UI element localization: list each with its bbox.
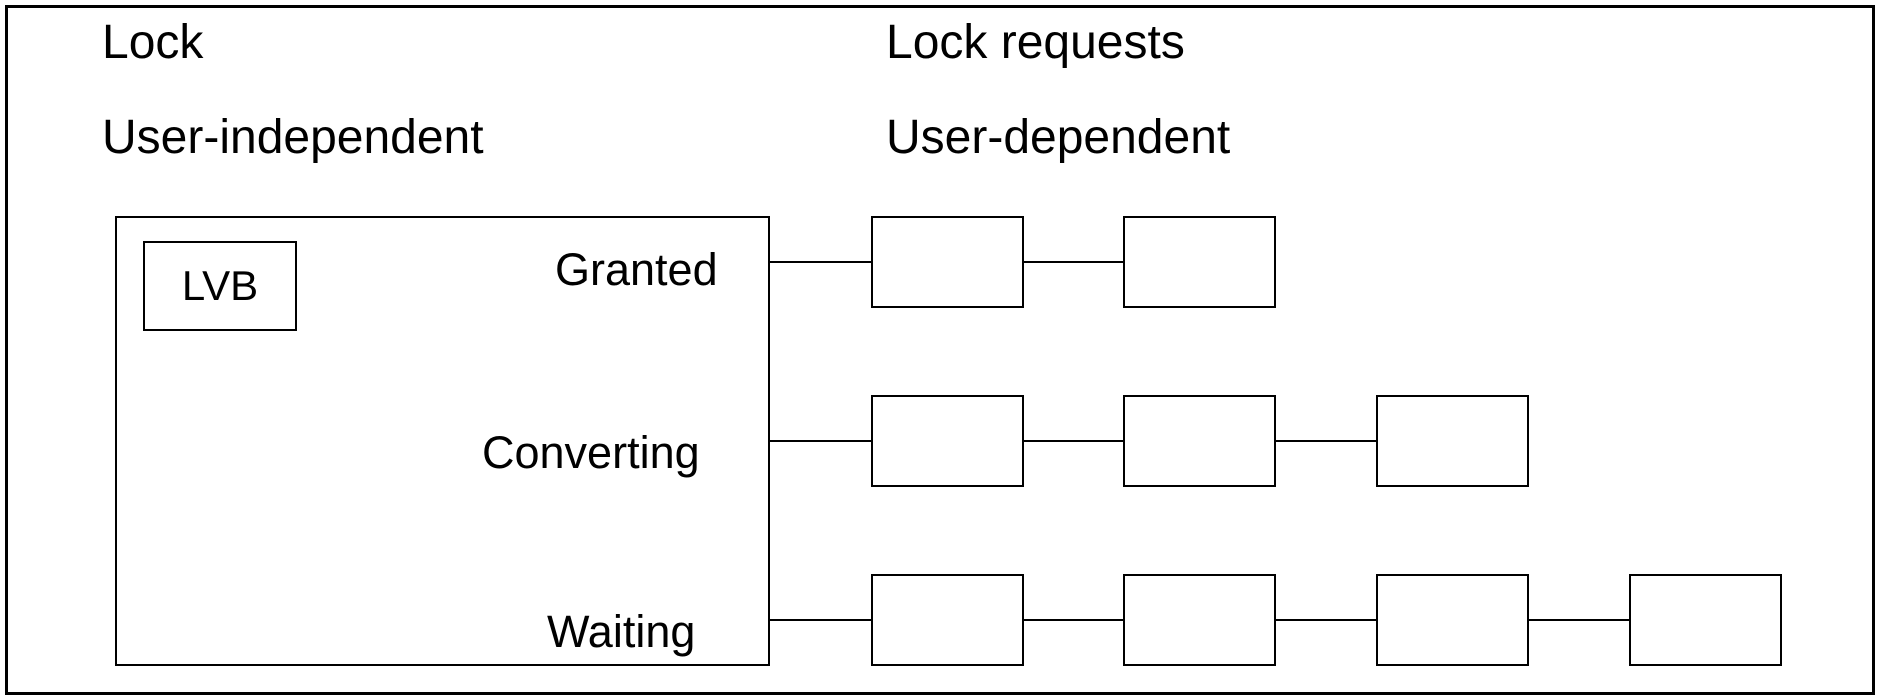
connector-line [770, 440, 871, 442]
request-box-granted-1 [871, 216, 1024, 308]
connector-line [1276, 619, 1376, 621]
connector-line [1276, 440, 1376, 442]
user-dependent-heading: User-dependent [886, 111, 1231, 164]
lvb-box: LVB [143, 241, 297, 331]
connector-line [1024, 619, 1123, 621]
connector-line [770, 619, 871, 621]
lock-box: LVB [115, 216, 770, 666]
request-box-waiting-4 [1629, 574, 1782, 666]
connector-line [1529, 619, 1629, 621]
lock-requests-heading: Lock requests [886, 16, 1185, 69]
user-independent-heading: User-independent [102, 111, 484, 164]
connector-line [1024, 261, 1123, 263]
queue-label-waiting: Waiting [547, 606, 696, 657]
request-box-waiting-3 [1376, 574, 1529, 666]
lock-heading: Lock [102, 16, 204, 69]
connector-line [1024, 440, 1123, 442]
connector-line [770, 261, 871, 263]
request-box-granted-2 [1123, 216, 1276, 308]
outer-border [5, 5, 1875, 695]
request-box-converting-3 [1376, 395, 1529, 487]
queue-label-converting: Converting [482, 427, 700, 478]
request-box-converting-2 [1123, 395, 1276, 487]
queue-label-granted: Granted [555, 244, 718, 295]
request-box-waiting-2 [1123, 574, 1276, 666]
lvb-label: LVB [181, 262, 259, 309]
request-box-converting-1 [871, 395, 1024, 487]
request-box-waiting-1 [871, 574, 1024, 666]
